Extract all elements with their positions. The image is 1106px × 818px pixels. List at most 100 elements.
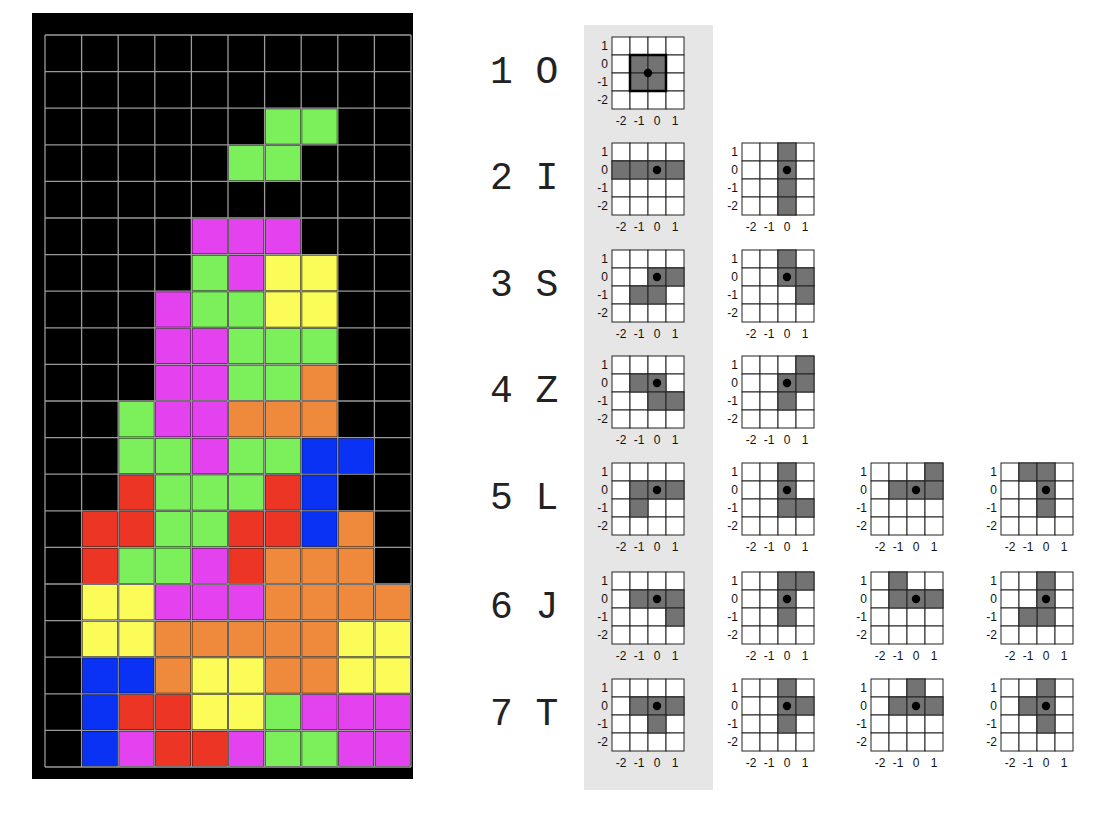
grid-cell	[742, 572, 760, 590]
axis-label: -1	[727, 610, 738, 624]
grid-cell	[612, 304, 630, 322]
grid-cell	[648, 679, 666, 697]
grid-cell	[778, 572, 796, 590]
grid-cell	[648, 481, 666, 499]
grid-cell	[742, 733, 760, 751]
axis-label: -2	[616, 327, 627, 341]
grid-cell	[648, 37, 666, 55]
grid-line	[45, 144, 411, 145]
grid-cell	[630, 697, 648, 715]
grid-cell	[1001, 608, 1019, 626]
piece-grid	[742, 143, 814, 215]
piece-cell	[778, 608, 796, 626]
grid-cell	[907, 517, 925, 535]
block-cell	[339, 585, 374, 620]
axis-label: -2	[616, 540, 627, 554]
block-cell	[156, 512, 191, 547]
piece-cell	[778, 679, 796, 697]
grid-cell	[1001, 499, 1019, 517]
grid-cell	[796, 197, 814, 215]
grid-cell	[889, 481, 907, 499]
grid-line	[45, 400, 411, 401]
grid-cell	[666, 250, 684, 268]
piece-grid	[612, 572, 684, 644]
grid-cell	[1001, 517, 1019, 535]
grid-cell	[760, 572, 778, 590]
pivot-dot	[653, 273, 661, 281]
grid-cell	[1001, 481, 1019, 499]
grid-cell	[925, 463, 943, 481]
axis-label: 1	[601, 465, 608, 479]
pivot-dot	[1042, 702, 1050, 710]
grid-line	[45, 181, 411, 182]
axis-label: -2	[597, 412, 608, 426]
board-background	[32, 13, 413, 779]
grid-cell	[1037, 608, 1055, 626]
grid-cell	[796, 161, 814, 179]
axis-label: 0	[654, 433, 661, 447]
grid-cell	[871, 733, 889, 751]
pivot-dot	[1042, 595, 1050, 603]
block-cell	[83, 622, 118, 657]
grid-cell	[796, 250, 814, 268]
pivot-dot	[912, 702, 920, 710]
grid-cell	[871, 590, 889, 608]
grid-cell	[796, 481, 814, 499]
block-cell	[156, 695, 191, 730]
grid-cell	[796, 608, 814, 626]
axis-label: 0	[654, 756, 661, 770]
piece-name: 1 O	[490, 52, 558, 94]
piece-cell	[648, 481, 666, 499]
axis-label: -1	[1023, 756, 1034, 770]
grid-cell	[871, 626, 889, 644]
grid-cell	[1037, 481, 1055, 499]
block-cell	[339, 439, 374, 474]
axis-label: 1	[990, 465, 997, 479]
piece-cell	[1019, 697, 1037, 715]
grid-cell	[760, 143, 778, 161]
block-cell	[119, 731, 154, 766]
block-cell	[302, 109, 337, 144]
grid-cell	[630, 356, 648, 374]
grid-cell	[871, 679, 889, 697]
axis-label: 0	[601, 163, 608, 177]
block-cell	[302, 402, 337, 437]
grid-cell	[1037, 715, 1055, 733]
grid-cell	[612, 715, 630, 733]
block-cell	[156, 439, 191, 474]
grid-cell	[648, 91, 666, 109]
grid-cell	[1001, 715, 1019, 733]
axis-label: -1	[727, 394, 738, 408]
axis-label: 0	[731, 483, 738, 497]
piece-grid	[1001, 572, 1073, 644]
axis-label: -1	[597, 610, 608, 624]
grid-cell	[742, 161, 760, 179]
grid-cell	[666, 463, 684, 481]
block-cell	[156, 731, 191, 766]
grid-cell	[889, 572, 907, 590]
block-cell	[302, 622, 337, 657]
grid-cell	[666, 733, 684, 751]
block-cell	[266, 402, 301, 437]
block-cell	[229, 475, 264, 510]
grid-cell	[666, 572, 684, 590]
axis-label: 0	[601, 699, 608, 713]
grid-cell	[925, 481, 943, 499]
piece-cell	[778, 572, 796, 590]
block-cell	[119, 585, 154, 620]
grid-cell	[666, 517, 684, 535]
grid-cell	[889, 463, 907, 481]
piece-cell	[778, 499, 796, 517]
pivot-dot	[783, 379, 791, 387]
axis-label: 0	[784, 649, 791, 663]
grid-cell	[742, 517, 760, 535]
grid-cell	[666, 268, 684, 286]
axis-label: 1	[601, 358, 608, 372]
grid-cell	[630, 626, 648, 644]
piece-cell	[1037, 679, 1055, 697]
grid-cell	[889, 499, 907, 517]
grid-cell	[1019, 697, 1037, 715]
grid-line	[45, 474, 411, 475]
axis-label: -1	[634, 540, 645, 554]
grid-cell	[907, 499, 925, 517]
